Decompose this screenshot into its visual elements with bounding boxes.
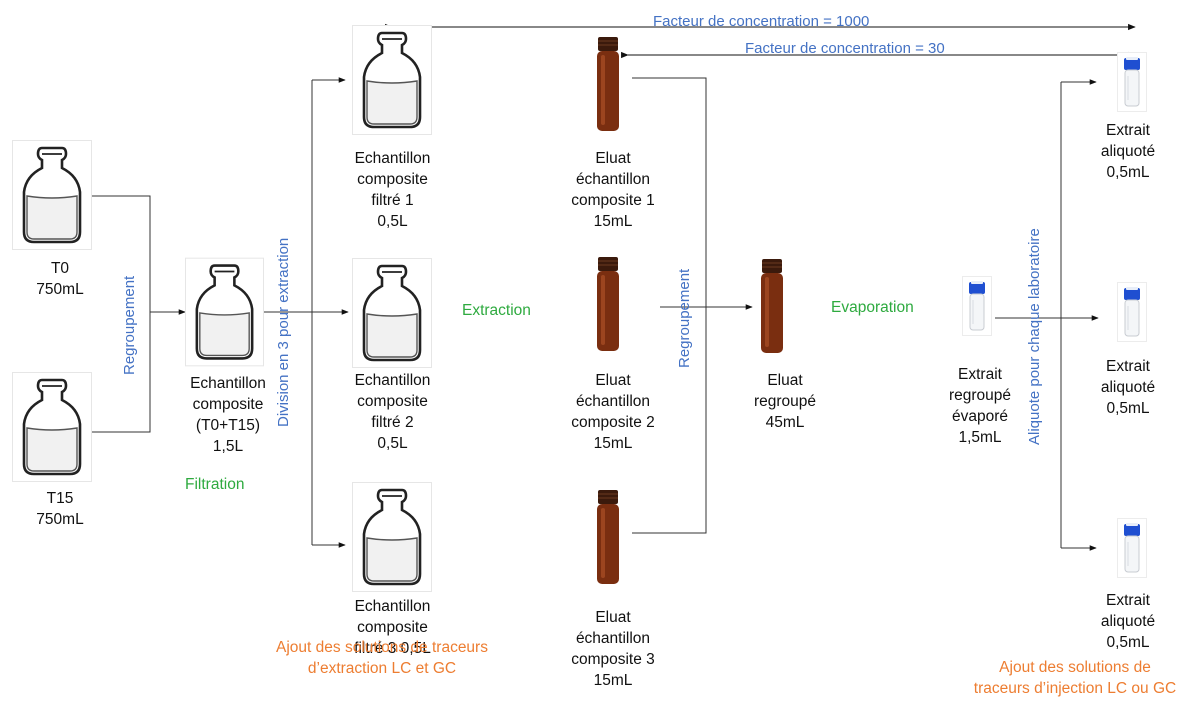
filtered-sample-1-label: Echantillon composite filtré 1 0,5L (354, 150, 431, 230)
bottle-t15-icon (12, 372, 92, 487)
eluate-1-label: Eluat échantillon composite 1 15mL (571, 150, 655, 230)
extraction-tracers-note: Ajout des solutions de traceurs d’extrac… (276, 639, 488, 677)
amber-vial-pooled-icon (752, 257, 792, 362)
vial-aliquot-3-icon (1117, 518, 1147, 583)
regroupement-step-2-label: Regroupement (676, 268, 693, 368)
concentration-factor-1000-label: Facteur de concentration = 1000 (653, 13, 870, 30)
amber-vial-eluate-1-icon (588, 35, 628, 140)
eluate-2-label: Eluat échantillon composite 2 15mL (571, 372, 655, 452)
eluate-pooled-label: Eluat regroupé 45mL (753, 372, 817, 431)
evaporated-extract-label: Extrait regroupé évaporé 1,5mL (948, 366, 1012, 446)
filtered-sample-3-label: Echantillon composite filtré 3 0,5L (354, 598, 431, 657)
vial-evaporated-icon (962, 276, 992, 341)
sample-t15-label: T15 750mL (36, 490, 84, 528)
evaporation-step-label: Evaporation (831, 299, 914, 316)
bottle-filtered-3-icon (352, 482, 432, 597)
injection-tracers-note: Ajout des solutions de traceurs d’inject… (973, 659, 1177, 697)
aliquote-step-label: Aliquote pour chaque laboratoire (1026, 228, 1043, 445)
bottle-t0-icon (12, 140, 92, 255)
aliquot-3-label: Extrait aliquoté 0,5mL (1100, 592, 1156, 651)
vial-aliquot-2-icon (1117, 282, 1147, 347)
eluate-3-label: Eluat échantillon composite 3 15mL (571, 609, 655, 689)
division-step-label: Division en 3 pour extraction (275, 237, 292, 427)
concentration-factor-30-label: Facteur de concentration = 30 (745, 40, 945, 57)
aliquot-2-label: Extrait aliquoté 0,5mL (1100, 358, 1156, 417)
regroupement-step-1-label: Regroupement (121, 275, 138, 375)
amber-vial-eluate-3-icon (588, 488, 628, 593)
filtered-sample-2-label: Echantillon composite filtré 2 0,5L (354, 372, 431, 452)
vial-aliquot-1-icon (1117, 52, 1147, 117)
aliquot-1-label: Extrait aliquoté 0,5mL (1100, 122, 1156, 181)
composite-sample-label: Echantillon composite (T0+T15) 1,5L (190, 375, 266, 455)
amber-vial-eluate-2-icon (588, 255, 628, 360)
bottle-filtered-2-icon (352, 258, 432, 373)
extraction-step-label: Extraction (462, 302, 531, 319)
bottle-composite-icon (185, 257, 264, 372)
sample-t0-label: T0 750mL (36, 260, 84, 298)
bottle-filtered-1-icon (352, 25, 432, 140)
filtration-step-label: Filtration (185, 476, 245, 493)
